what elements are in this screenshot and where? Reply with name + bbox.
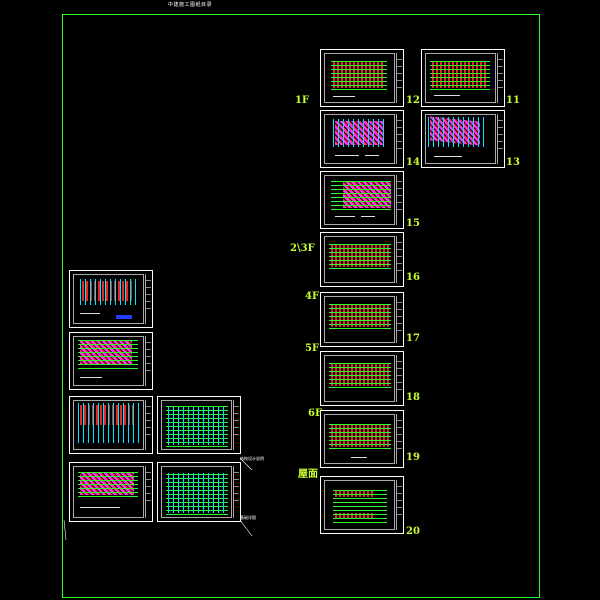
- sheet-15[interactable]: [320, 171, 404, 229]
- small-label-b: 基础详图: [240, 515, 256, 520]
- small-label-a: 结构设计说明: [240, 456, 264, 461]
- sheet-number-16: 16: [406, 272, 420, 283]
- sheet-left-5[interactable]: [69, 462, 153, 522]
- sheet-number-15: 15: [406, 218, 420, 229]
- sheet-number-13: 13: [506, 157, 520, 168]
- sheet-11[interactable]: [421, 49, 505, 107]
- drawing-title: 中建施工图纸目录: [168, 2, 213, 8]
- sheet-left-2[interactable]: [69, 332, 153, 390]
- sheet-20[interactable]: [320, 476, 404, 534]
- sheet-13[interactable]: [421, 110, 505, 168]
- floor-label-6f: 6F: [308, 408, 323, 419]
- sheet-18[interactable]: [320, 351, 404, 406]
- sheet-left-3[interactable]: [69, 396, 153, 454]
- sheet-number-17: 17: [406, 333, 420, 344]
- floor-label-1f: 1F: [295, 95, 310, 106]
- sheet-16[interactable]: [320, 232, 404, 287]
- floor-label-2-3f: 2\3F: [290, 243, 315, 254]
- floor-label-5f: 5F: [305, 343, 320, 354]
- sheet-number-20: 20: [406, 526, 420, 537]
- sheet-19[interactable]: [320, 410, 404, 468]
- sheet-14[interactable]: [320, 110, 404, 168]
- sheet-number-18: 18: [406, 392, 420, 403]
- sheet-number-12: 12: [406, 95, 420, 106]
- sheet-left-4[interactable]: [157, 396, 241, 454]
- sheet-number-19: 19: [406, 452, 420, 463]
- sheet-number-14: 14: [406, 157, 420, 168]
- sheet-left-1[interactable]: [69, 270, 153, 328]
- sheet-left-6[interactable]: [157, 462, 241, 522]
- floor-label-4f: 4F: [305, 291, 320, 302]
- sheet-12[interactable]: [320, 49, 404, 107]
- floor-label-roof: 屋面: [298, 469, 318, 480]
- sheet-number-11: 11: [506, 95, 520, 106]
- drawing-frame: [62, 14, 540, 598]
- sheet-17[interactable]: [320, 292, 404, 347]
